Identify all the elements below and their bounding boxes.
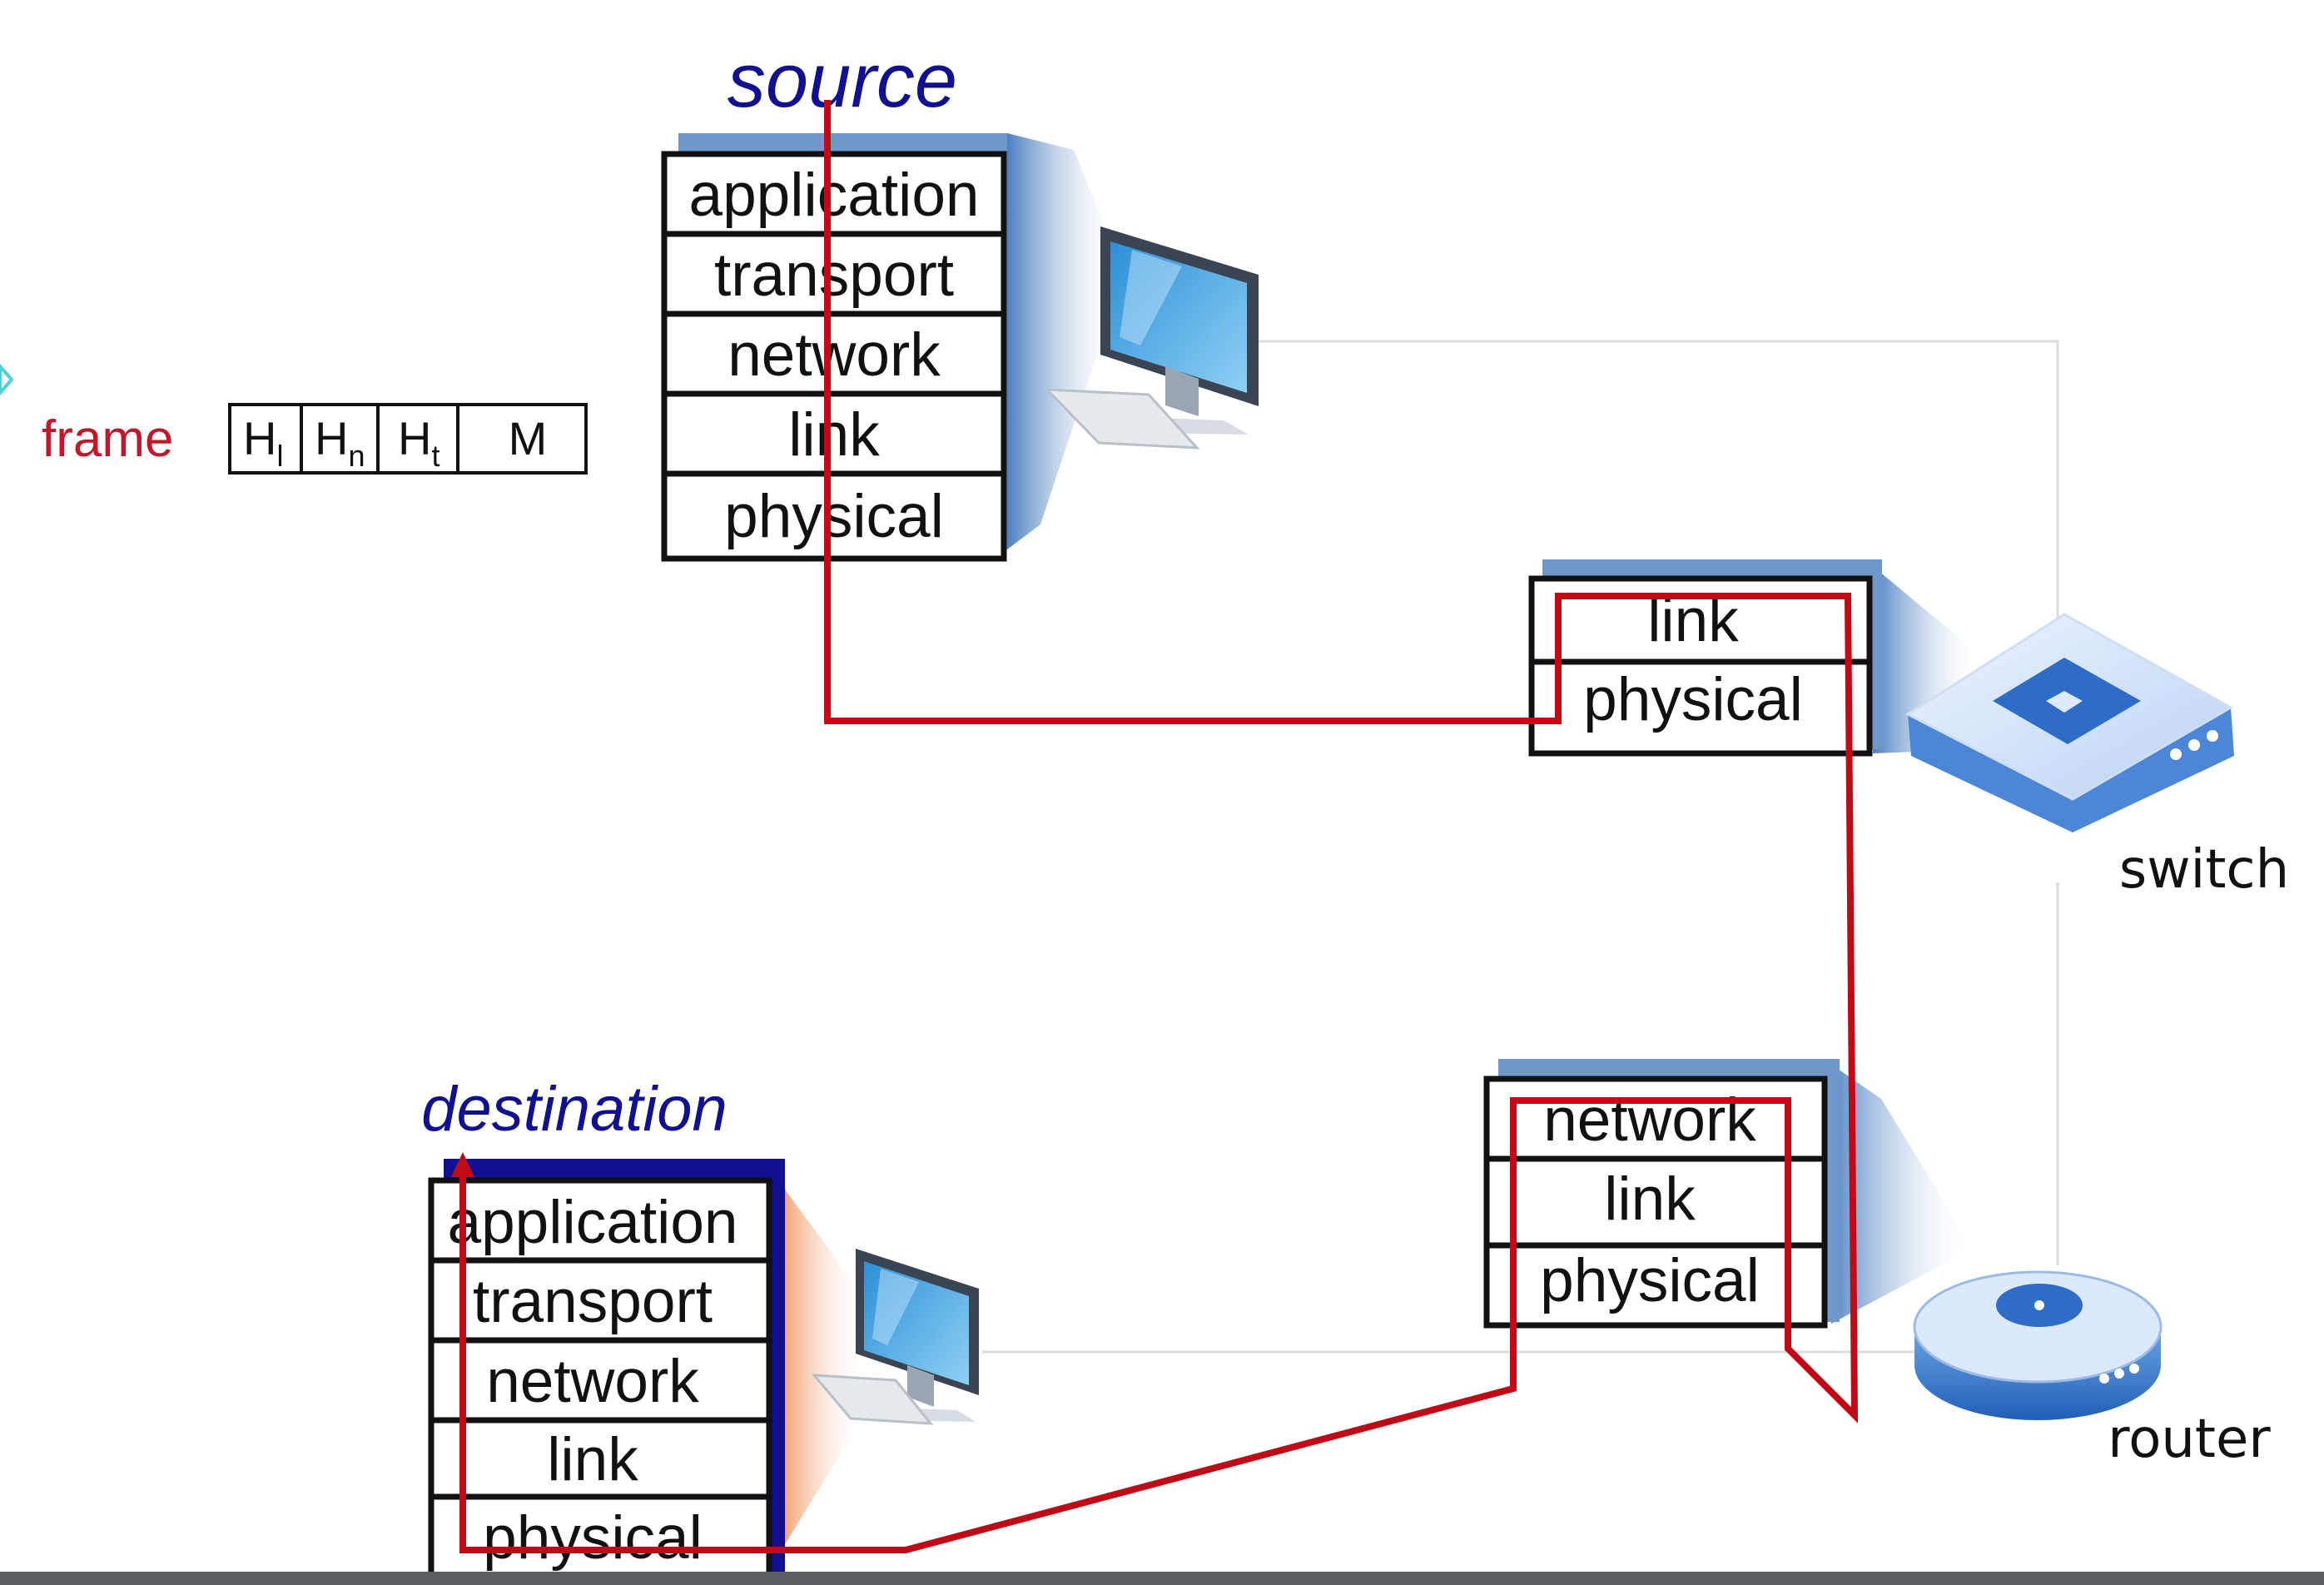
source-layer-network-label: network: [727, 321, 941, 389]
frame-headers: [228, 403, 588, 475]
source-computer-icon: [1044, 226, 1259, 450]
network-links: [982, 340, 2059, 1354]
dest-layer-link-label: link: [547, 1426, 638, 1493]
frame-header-link-box: [228, 403, 303, 475]
dest-layer-network-label: network: [486, 1348, 699, 1415]
switch-label: switch: [2119, 839, 2289, 901]
router-label: router: [2108, 1409, 2271, 1470]
source-layer-physical: [661, 470, 1007, 562]
dest-layer-link: [428, 1417, 772, 1500]
bottom-bar: [0, 1572, 2324, 1585]
dest-layer-physical: [428, 1493, 772, 1583]
dest-layer-network: [428, 1337, 772, 1424]
switch-layer-physical-label: physical: [1583, 666, 1803, 733]
router-layer-link-label: link: [1604, 1165, 1696, 1233]
router-layer-physical: [1483, 1242, 1828, 1329]
destination-computer-icon: [811, 1249, 979, 1425]
source-layer-link-label: link: [788, 401, 880, 469]
dest-layer-physical-label: physical: [483, 1504, 703, 1572]
router-projection: [1827, 1061, 1973, 1324]
dest-layer-transport-label: transport: [473, 1268, 713, 1335]
data-path: [459, 100, 1859, 1553]
source-layer-network: [661, 311, 1007, 397]
switch-layer-physical: [1528, 658, 1873, 757]
router-stack: network link physical: [1483, 1076, 1828, 1329]
link-source-to-switch: [1257, 340, 2059, 649]
source-layer-transport-label: transport: [714, 241, 954, 309]
frame-header-network-box: [300, 403, 380, 475]
router-layer-link: [1483, 1155, 1828, 1249]
nav-diamond-icon[interactable]: [0, 363, 14, 396]
switch-device-icon: [1904, 613, 2234, 832]
frame-message-box: [456, 403, 588, 475]
source-projection: [1007, 133, 1124, 549]
destination-projection: [782, 1186, 866, 1548]
source-layer-transport: [661, 231, 1007, 317]
dest-layer-application-label: application: [447, 1189, 737, 1256]
frame-label: frame: [42, 410, 173, 468]
destination-title: destination: [421, 1074, 727, 1145]
source-layer-application-label: application: [688, 161, 979, 229]
destination-stack: application transport network link physi…: [428, 1177, 772, 1583]
switch-stack: link physical: [1528, 575, 1873, 757]
router-layer-network: [1483, 1076, 1828, 1162]
source-stack: application transport network link physi…: [661, 151, 1007, 562]
frame-header-network: Hn: [315, 412, 365, 473]
source-title: source: [727, 38, 957, 123]
router-device-icon: [1913, 1270, 2163, 1420]
router-layer-physical-label: physical: [1540, 1247, 1760, 1314]
source-layer-link: [661, 390, 1007, 477]
frame-message: M: [509, 412, 548, 465]
router-layer-network-label: network: [1543, 1086, 1756, 1154]
dest-layer-application: [428, 1177, 772, 1264]
dest-layer-transport: [428, 1257, 772, 1344]
arrow-head-icon: [451, 1152, 474, 1177]
frame-header-link: Hl: [243, 412, 283, 473]
frame-header-transport: Ht: [398, 412, 439, 473]
source-layer-physical-label: physical: [724, 483, 944, 550]
